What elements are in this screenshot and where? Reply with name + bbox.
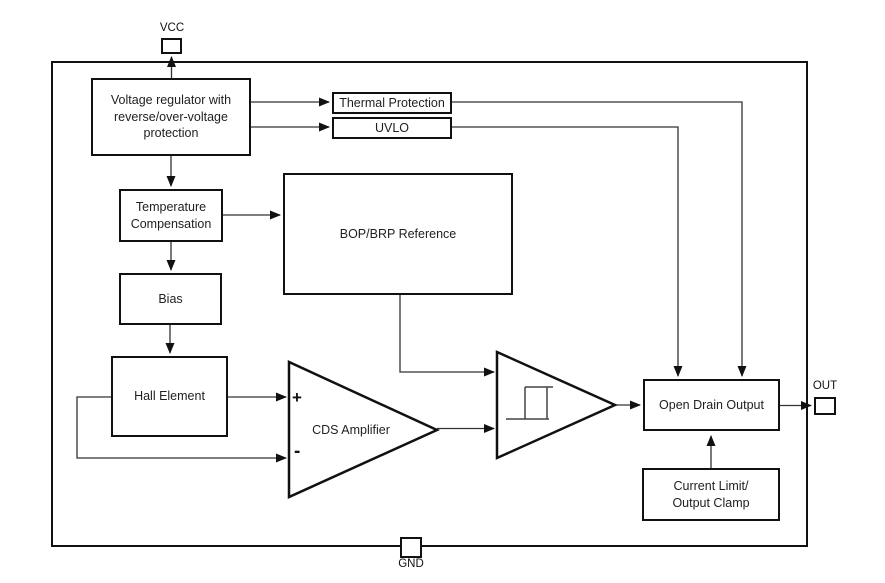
- amp-plus-input-label: +: [292, 388, 302, 407]
- wire-thermal-to-open-drain: [452, 101, 747, 377]
- block-hall-element: Hall Element: [111, 356, 228, 437]
- block-uvlo: UVLO: [332, 117, 452, 139]
- cds-amplifier-triangle: [287, 360, 441, 499]
- block-bias: Bias: [119, 273, 222, 325]
- gnd-pin-label: GND: [398, 558, 424, 570]
- block-thermal-protection: Thermal Protection: [332, 92, 452, 114]
- gnd-pin: [400, 537, 422, 558]
- out-pin: [814, 397, 836, 415]
- block-open-drain-output: Open Drain Output: [643, 379, 780, 431]
- out-pin-label: OUT: [812, 380, 838, 392]
- cds-amplifier-label: CDS Amplifier: [312, 423, 390, 437]
- block-temperature-compensation: Temperature Compensation: [119, 189, 223, 242]
- block-voltage-regulator: Voltage regulator with reverse/over-volt…: [91, 78, 251, 156]
- schmitt-trigger-triangle: [495, 350, 619, 460]
- block-current-limit-output-clamp: Current Limit/ Output Clamp: [642, 468, 780, 521]
- wire-hall-to-amp-minus: [76, 396, 287, 463]
- chip-outline: [51, 61, 808, 547]
- wire-bop-to-schmitt: [399, 295, 495, 377]
- vcc-pin: [161, 38, 182, 54]
- wire-uvlo-to-open-drain: [452, 126, 683, 377]
- amp-minus-input-label: -: [294, 441, 301, 462]
- block-bop-brp-reference: BOP/BRP Reference: [283, 173, 513, 295]
- hysteresis-icon: [506, 386, 553, 420]
- vcc-pin-label: VCC: [159, 22, 185, 34]
